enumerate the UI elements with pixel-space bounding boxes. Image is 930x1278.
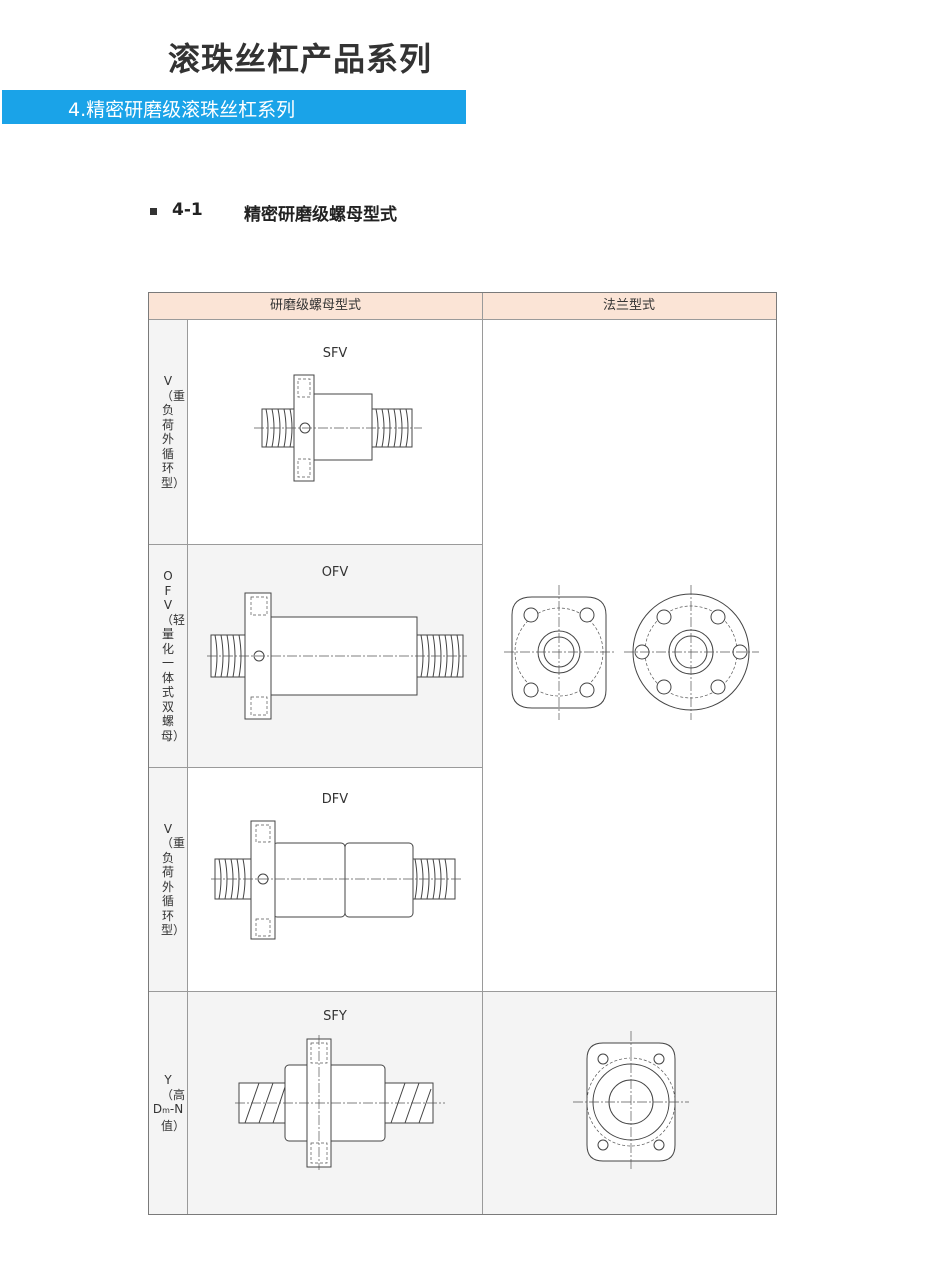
screw-thread-left <box>238 1082 286 1124</box>
model-label-sfy: SFY <box>323 1009 347 1024</box>
bolt-hole-icon <box>597 1139 609 1151</box>
bolt-hole-icon <box>656 609 672 625</box>
row-label-dfv: V（重负荷外循环型） <box>161 821 186 938</box>
bullet-icon <box>150 208 157 215</box>
nut-type-table: 研磨级螺母型式 法兰型式 V（重负荷外循环型） OFV（轻量化一体式双螺母） V… <box>148 292 777 1215</box>
row-label-sfv: V（重负荷外循环型） <box>161 374 186 490</box>
dfv-nut-drawing <box>211 820 461 940</box>
bolt-hole-icon <box>579 682 595 698</box>
divider-flange-column <box>482 293 483 1214</box>
header-flange-type: 法兰型式 <box>482 293 776 320</box>
bolt-hole-icon <box>656 679 672 695</box>
section-bar: 4.精密研磨级滚珠丝杠系列 <box>2 90 466 124</box>
divider-row-1 <box>149 544 483 545</box>
flange-round-drawing <box>624 585 759 720</box>
subsection-number: 4-1 <box>172 200 203 220</box>
row-label-sfy: Y（高 Dm-N 值） <box>152 1073 186 1133</box>
ofv-nut-drawing <box>207 592 467 720</box>
bolt-hole-icon <box>597 1053 609 1065</box>
bolt-hole-icon <box>653 1053 665 1065</box>
page-title: 滚珠丝杠产品系列 <box>168 40 433 78</box>
divider-row-3 <box>149 991 776 992</box>
sfy-nut-drawing <box>235 1035 445 1170</box>
bolt-hole-icon <box>579 607 595 623</box>
row-label-ofv: OFV（轻量化一体式双螺母） <box>161 569 186 743</box>
bolt-hole-icon <box>710 679 726 695</box>
nut-body-front <box>272 842 346 918</box>
bolt-hole-icon <box>653 1139 665 1151</box>
divider-row-2 <box>149 767 483 768</box>
model-label-dfv: DFV <box>321 792 349 807</box>
header-nut-type: 研磨级螺母型式 <box>149 293 482 320</box>
bolt-hole-icon <box>523 607 539 623</box>
model-label-ofv: OFV <box>321 565 349 580</box>
flange-sfy-drawing <box>573 1031 689 1171</box>
sfv-nut-drawing <box>254 374 422 482</box>
bolt-hole-icon <box>523 682 539 698</box>
nut-body-rear <box>344 842 414 918</box>
section-title: 4.精密研磨级滚珠丝杠系列 <box>68 99 296 121</box>
bolt-hole-icon <box>710 609 726 625</box>
nut-body <box>311 393 373 461</box>
model-label-sfv: SFV <box>322 346 348 361</box>
subsection-label: 精密研磨级螺母型式 <box>244 205 397 225</box>
flange-cut-two-side-drawing <box>504 585 614 720</box>
